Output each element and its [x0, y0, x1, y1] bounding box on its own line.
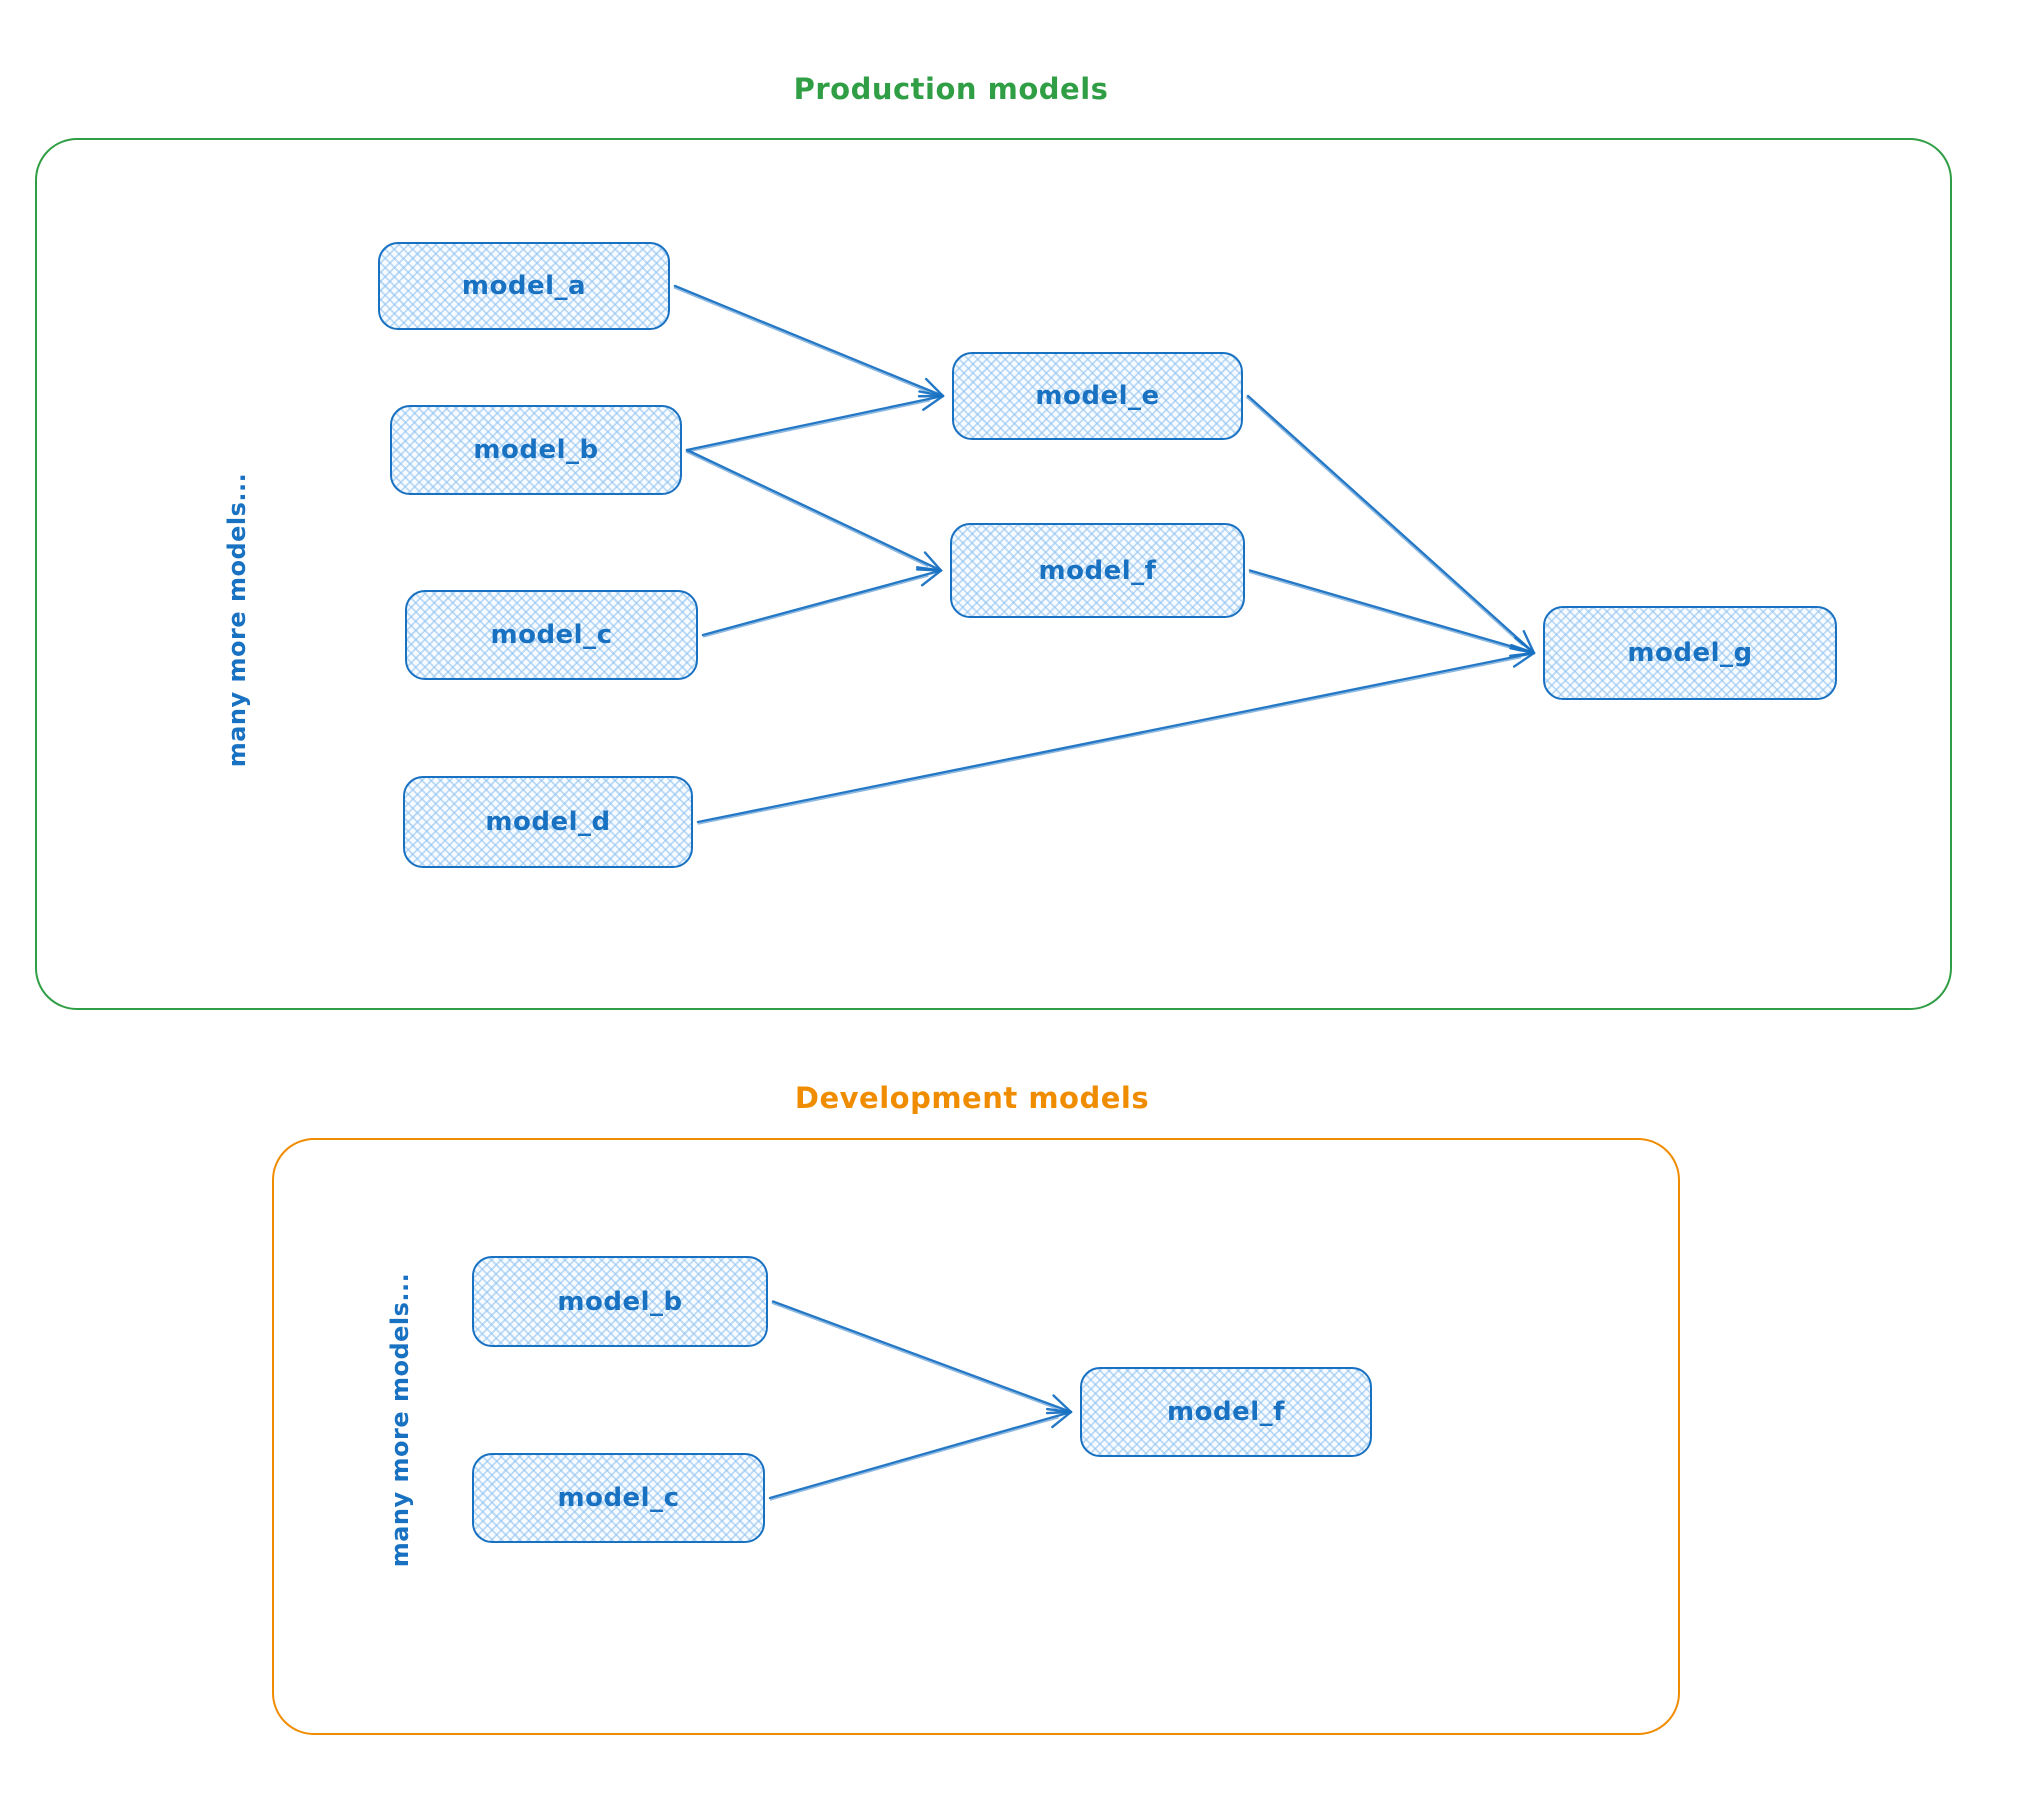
- node-label: model_f: [1167, 1397, 1285, 1427]
- node-model-g: model_g: [1543, 606, 1837, 700]
- node-model-e: model_e: [952, 352, 1243, 440]
- node-model-f-dev: model_f: [1080, 1367, 1372, 1457]
- node-label: model_e: [1035, 381, 1160, 411]
- production-title: Production models: [793, 72, 1109, 106]
- node-model-a: model_a: [378, 242, 670, 330]
- node-label: model_a: [461, 271, 587, 301]
- node-model-b: model_b: [390, 405, 682, 495]
- development-title: Development models: [794, 1081, 1150, 1115]
- node-label: model_c: [490, 620, 613, 650]
- node-label: model_b: [557, 1286, 683, 1317]
- node-label: model_d: [485, 807, 611, 837]
- development-side-label: many more models...: [386, 1272, 414, 1568]
- node-model-f: model_f: [950, 523, 1245, 618]
- node-label: model_f: [1038, 555, 1157, 586]
- node-model-c: model_c: [405, 590, 698, 680]
- production-side-label: many more models...: [223, 472, 251, 768]
- node-label: model_c: [557, 1483, 680, 1513]
- production-frame: [35, 138, 1952, 1010]
- node-label: model_b: [473, 435, 599, 465]
- node-model-c-dev: model_c: [472, 1453, 765, 1543]
- node-model-b-dev: model_b: [472, 1256, 768, 1347]
- node-model-d: model_d: [403, 776, 693, 868]
- node-label: model_g: [1627, 638, 1753, 668]
- development-frame: [272, 1138, 1680, 1735]
